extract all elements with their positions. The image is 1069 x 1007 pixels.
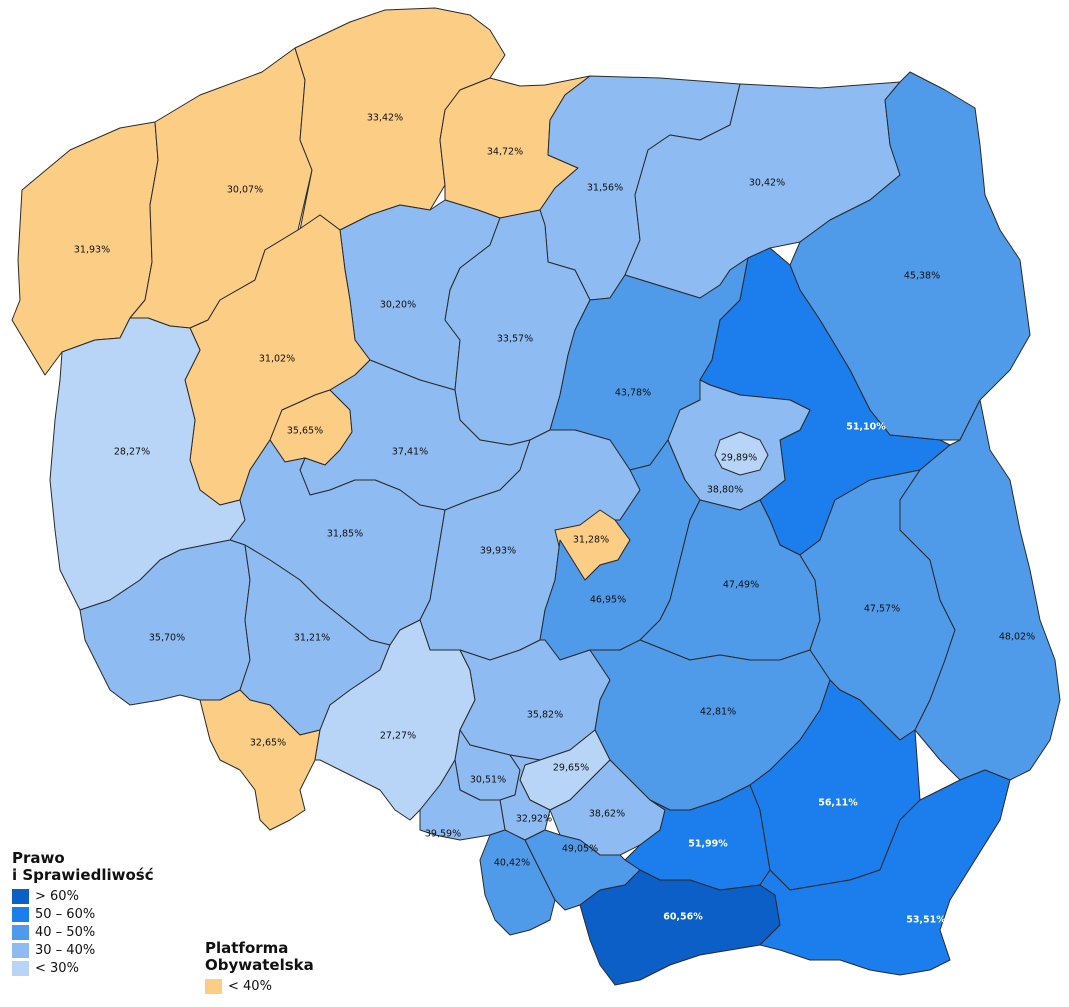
legend-label: > 60%: [35, 888, 79, 904]
region-label: 53,51%: [906, 915, 946, 926]
region-label: 35,65%: [287, 426, 323, 437]
legend-label: < 40%: [228, 978, 272, 994]
region-label: 48,02%: [999, 632, 1035, 643]
legend-item: < 40%: [205, 977, 314, 995]
region-label: 31,56%: [587, 183, 623, 194]
region-label: 27,27%: [380, 731, 416, 742]
region-label: 32,92%: [516, 814, 552, 825]
legend-pis-title-line2: i Sprawiedliwość: [12, 866, 154, 884]
legend-po-title-line2: Obywatelska: [205, 956, 314, 974]
region-label: 60,56%: [663, 912, 703, 923]
region-label: 31,85%: [327, 529, 363, 540]
region-label: 31,28%: [573, 535, 609, 546]
region-48-02: [899, 399, 1061, 781]
region-label: 38,80%: [707, 485, 743, 496]
region-label: 40,42%: [494, 858, 530, 869]
region-label: 37,41%: [392, 447, 428, 458]
legend-swatch: [205, 978, 222, 994]
region-label: 47,49%: [723, 580, 759, 591]
legend-swatch: [12, 906, 29, 922]
region-label: 30,20%: [380, 300, 416, 311]
region-label: 32,65%: [250, 738, 286, 749]
region-label: 35,82%: [527, 710, 563, 721]
region-label: 31,02%: [259, 354, 295, 365]
region-label: 31,21%: [294, 633, 330, 644]
region-label: 39,93%: [480, 546, 516, 557]
legend-po-title-line1: Platforma: [205, 939, 289, 957]
legend-item: 50 – 60%: [12, 905, 154, 923]
region-label: 29,89%: [721, 453, 757, 464]
legend-swatch: [12, 960, 29, 976]
region-label: 33,42%: [367, 113, 403, 124]
region-label: 30,07%: [227, 185, 263, 196]
region-label: 51,10%: [846, 422, 886, 433]
region-label: 34,72%: [487, 147, 523, 158]
region-label: 33,57%: [497, 334, 533, 345]
region-label: 45,38%: [904, 271, 940, 282]
region-label: 31,93%: [74, 245, 110, 256]
region-29-89: [714, 431, 769, 476]
labels-layer: 31,93% 30,07% 33,42% 34,72% 31,56% 30,42…: [74, 113, 1035, 926]
region-53-51: [759, 769, 1011, 976]
region-label: 51,99%: [688, 839, 728, 850]
region-label: 56,11%: [818, 798, 858, 809]
region-label: 47,57%: [864, 604, 900, 615]
region-label: 46,95%: [590, 595, 626, 606]
region-label: 29,65%: [553, 763, 589, 774]
region-label: 30,51%: [470, 775, 506, 786]
region-label: 43,78%: [615, 388, 651, 399]
legend-swatch: [12, 888, 29, 904]
legend-label: 30 – 40%: [35, 942, 96, 958]
legend-item: > 60%: [12, 887, 154, 905]
legend-item: < 30%: [12, 959, 154, 977]
legend-pis: Prawo i Sprawiedliwość > 60% 50 – 60% 40…: [12, 850, 154, 977]
region-label: 38,62%: [589, 809, 625, 820]
legend-po: Platforma Obywatelska < 40%: [205, 940, 314, 995]
region-39-59: [419, 759, 506, 841]
legend-item: 40 – 50%: [12, 923, 154, 941]
region-label: 35,70%: [149, 633, 185, 644]
region-label: 30,42%: [749, 178, 785, 189]
legend-label: 50 – 60%: [35, 906, 96, 922]
legend-label: < 30%: [35, 960, 79, 976]
legend-swatch: [12, 942, 29, 958]
region-label: 28,27%: [114, 447, 150, 458]
legend-swatch: [12, 924, 29, 940]
legend-label: 40 – 50%: [35, 924, 96, 940]
legend-item: 30 – 40%: [12, 941, 154, 959]
region-label: 39,59%: [425, 829, 461, 840]
region-32-65: [199, 689, 321, 831]
region-label: 42,81%: [700, 707, 736, 718]
regions-layer: [11, 7, 1061, 986]
legend-pis-title-line1: Prawo: [12, 849, 65, 867]
region-label: 49,05%: [562, 844, 598, 855]
